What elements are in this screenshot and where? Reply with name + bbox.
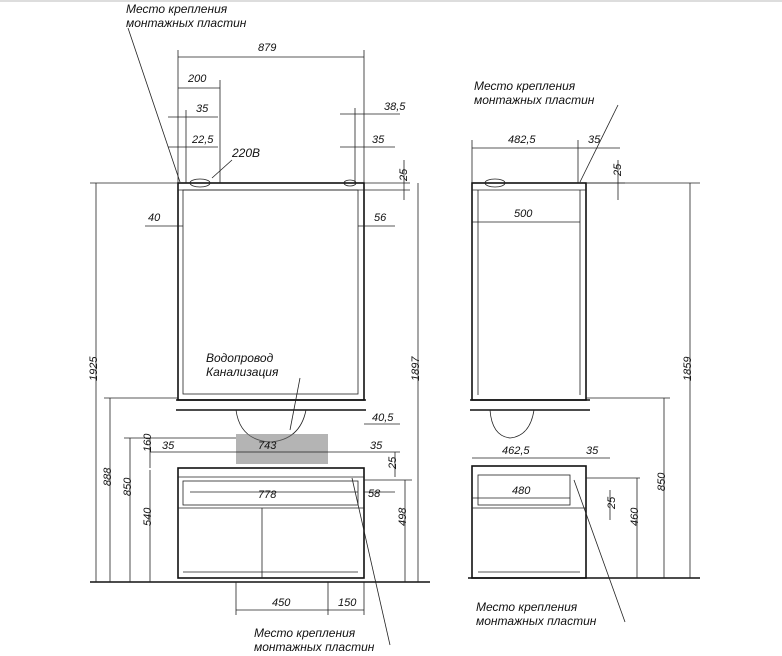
side-leader-bottom — [573, 479, 626, 623]
leader-water — [289, 377, 301, 431]
dim-160-text: 160 — [142, 433, 154, 452]
bottom-plates-label-2: монтажных пластин — [254, 640, 375, 654]
dim-850-text: 850 — [122, 477, 134, 496]
side-dim-480-text: 480 — [512, 485, 531, 497]
dim-22-5-text: 22,5 — [191, 134, 214, 146]
dim-1897-text: 1897 — [410, 356, 422, 381]
dim-56-text: 56 — [374, 212, 387, 224]
lamp-fixture — [189, 178, 211, 188]
lamp-fixture-right — [343, 179, 357, 187]
side-dim-850-text: 850 — [656, 472, 668, 491]
dim-540-text: 540 — [142, 507, 154, 526]
side-dim-500-text: 500 — [514, 208, 533, 220]
leader-top-plates — [127, 27, 181, 183]
side-lamp — [484, 178, 506, 188]
side-dim-25-text: 25 — [612, 163, 624, 177]
dim-1925-text: 1925 — [88, 356, 100, 381]
vanity-drawer — [182, 480, 359, 506]
sewer-label: Канализация — [206, 365, 279, 379]
dim-200-text: 200 — [187, 73, 207, 85]
dim-cab-25-text: 25 — [387, 456, 399, 470]
side-leader-top — [579, 104, 619, 183]
dim-879-text: 879 — [258, 42, 276, 54]
dim-450-text: 450 — [272, 597, 291, 609]
side-top-plates-label-2: монтажных пластин — [474, 93, 595, 107]
dim-38-5-text: 38,5 — [384, 101, 406, 113]
side-dim-cab-35-text: 35 — [586, 445, 599, 457]
side-dim-460-text: 460 — [629, 507, 641, 526]
dim-498-text: 498 — [397, 507, 409, 526]
side-bottom-plates-label-1: Место крепления — [476, 600, 578, 614]
side-dim-462-text: 462,5 — [502, 445, 530, 457]
dim-888-text: 888 — [102, 467, 114, 486]
pipe-zone — [236, 434, 328, 464]
side-dim-1859-text: 1859 — [682, 357, 694, 381]
side-vanity-outline — [471, 465, 587, 579]
side-dim-35-text: 35 — [588, 134, 601, 146]
top-plates-label-2: монтажных пластин — [126, 16, 247, 30]
side-vanity-drawer — [477, 474, 571, 506]
dim-35r-text: 35 — [372, 134, 385, 146]
dim-778-text: 778 — [258, 489, 277, 501]
side-basin — [489, 409, 535, 439]
side-dim-482-text: 482,5 — [508, 134, 536, 146]
top-plates-label-1: Место крепления — [126, 2, 228, 16]
front-view: 879 200 35 22,5 38,5 35 25 40 56 220В 19… — [88, 2, 430, 654]
power-label: 220В — [231, 146, 260, 160]
leader-220v — [211, 159, 233, 179]
leader-bottom-plates — [351, 477, 391, 646]
dim-743-text: 743 — [258, 440, 277, 452]
bottom-plates-label-1: Место крепления — [254, 626, 356, 640]
dim-cab-right-35-text: 35 — [370, 440, 383, 452]
side-view: 482,5 35 25 500 1859 462,5 35 480 25 850… — [468, 79, 700, 628]
dim-58-text: 58 — [368, 488, 381, 500]
vanity-cabinet-outline — [177, 467, 365, 579]
mirror-inner-frame — [182, 189, 359, 395]
dim-25-text: 25 — [398, 168, 410, 182]
water-label: Водопровод — [206, 351, 274, 365]
side-dim-25-cab-text: 25 — [606, 496, 618, 510]
side-top-plates-label-1: Место крепления — [474, 79, 576, 93]
dim-35-text: 35 — [196, 103, 209, 115]
dim-150-text: 150 — [338, 597, 357, 609]
dim-40-5-text: 40,5 — [372, 412, 394, 424]
side-bottom-plates-label-2: монтажных пластин — [476, 614, 597, 628]
dim-40-text: 40 — [148, 212, 161, 224]
dim-cab-left-35-text: 35 — [162, 440, 175, 452]
